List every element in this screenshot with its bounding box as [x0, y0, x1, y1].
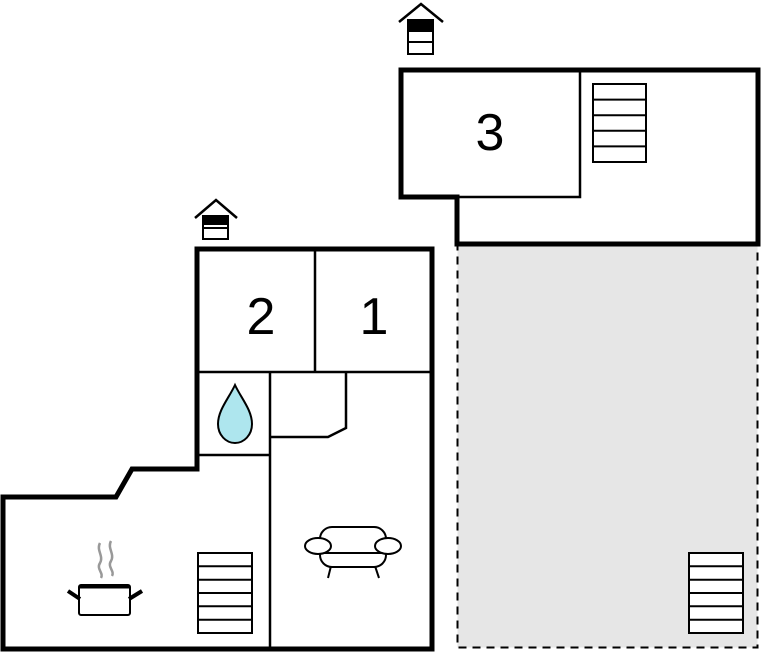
room-2-label: 2	[247, 288, 276, 346]
house-icon	[194, 198, 238, 240]
room-1-label: 1	[360, 288, 389, 346]
room-3-label: 3	[476, 104, 505, 162]
stairs-icon	[592, 83, 647, 163]
water-drop-icon	[216, 382, 254, 445]
closet-partition	[270, 372, 348, 439]
house-icon	[398, 2, 444, 55]
stairs-icon	[197, 552, 253, 634]
sofa-icon	[304, 526, 402, 579]
cooking-pot-icon	[66, 540, 144, 616]
room-3-partition	[457, 70, 582, 199]
upper-building-wall	[398, 67, 761, 247]
lower-building-wall	[0, 246, 435, 652]
stairs-icon	[688, 552, 744, 634]
